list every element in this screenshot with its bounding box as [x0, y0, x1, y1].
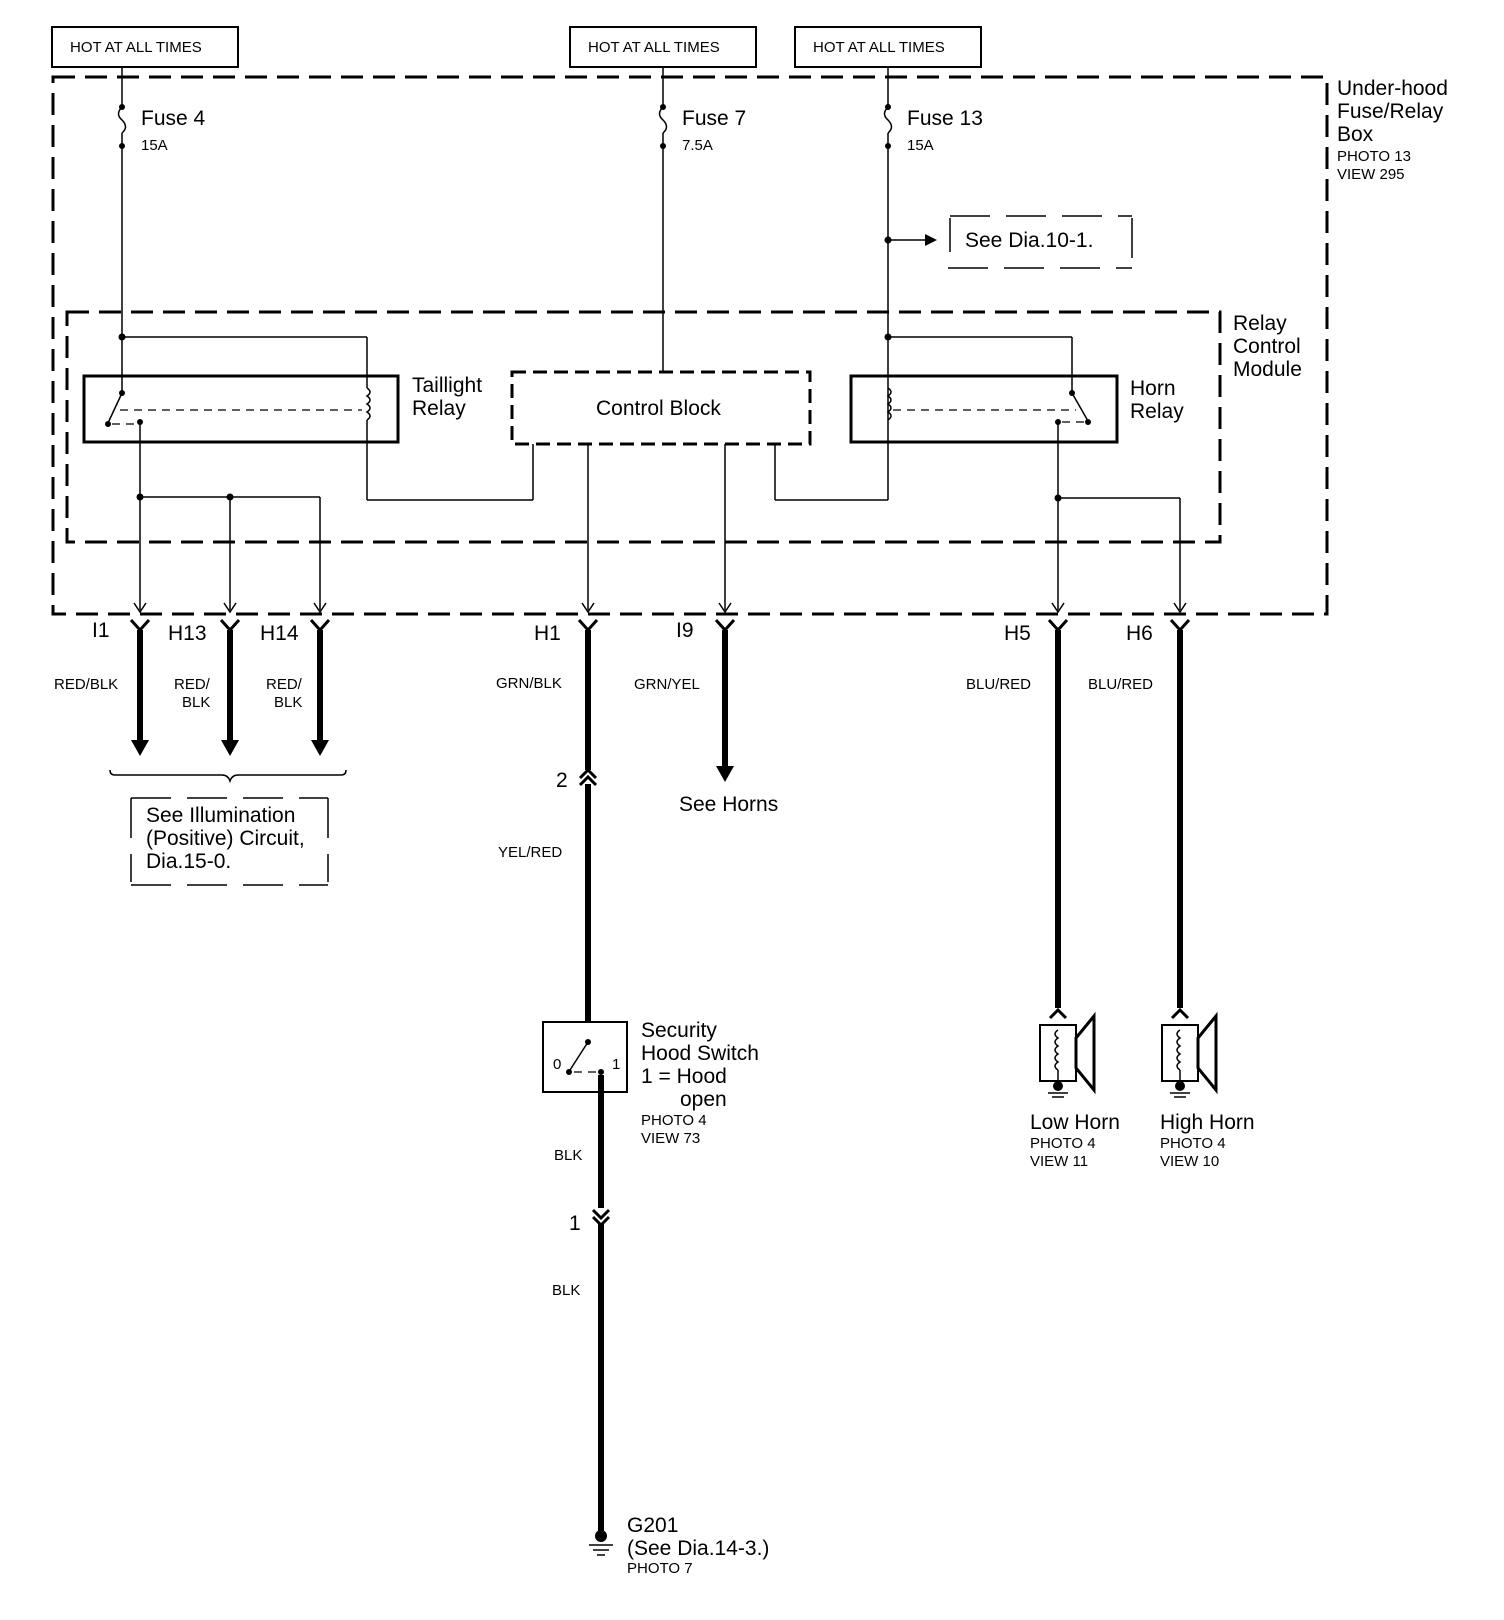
high-horn-view: VIEW 10 [1160, 1153, 1219, 1170]
illumination-ref: See Illumination (Positive) Circuit, Dia… [130, 797, 329, 886]
low-horn-name: Low Horn [1030, 1111, 1120, 1134]
hood-switch-circuit: 2 0 1 1 [542, 630, 628, 1556]
wire-blk-upper-color: BLK [554, 1147, 582, 1164]
see-horns-label: See Horns [679, 793, 778, 816]
hood-switch-view: VIEW 73 [641, 1130, 700, 1147]
fuse-13: Fuse 13 15A [883, 67, 983, 154]
wire-h13-color-b: BLK [182, 694, 210, 711]
terminal-h14: H14 [260, 622, 299, 645]
illumination-ref-line2: (Positive) Circuit, [146, 827, 305, 850]
low-horn-photo: PHOTO 4 [1030, 1135, 1096, 1152]
illumination-ref-line1: See Illumination [146, 804, 295, 827]
terminal-h13: H13 [168, 622, 207, 645]
illumination-brace [109, 769, 347, 784]
see-horns-circuit: See Horns [679, 630, 778, 816]
fuse-13-rating: 15A [907, 137, 934, 154]
relay-module-line1: Relay [1233, 312, 1287, 335]
illumination-ref-line3: Dia.15-0. [146, 850, 231, 873]
hood-switch-pos0: 0 [553, 1056, 561, 1073]
supply-right-label: HOT AT ALL TIMES [813, 39, 945, 56]
fuse-4-name: Fuse 4 [141, 107, 206, 130]
see-dia-10-label: See Dia.10-1. [965, 229, 1093, 252]
supply-left-label: HOT AT ALL TIMES [70, 39, 202, 56]
connector-2-label: 2 [556, 769, 568, 792]
hood-switch-line4: open [680, 1088, 727, 1111]
wire-h6-color: BLU/RED [1088, 676, 1153, 693]
fuse-4-rating: 15A [141, 137, 168, 154]
terminal-arrows [133, 602, 1187, 614]
fuse-4: Fuse 4 15A [117, 67, 206, 154]
hood-switch-photo: PHOTO 4 [641, 1112, 707, 1129]
relay-module-outline [65, 310, 1222, 544]
wire-h1-color: GRN/BLK [496, 675, 562, 692]
hood-switch-line1: Security [641, 1019, 717, 1042]
terminal-h5: H5 [1004, 622, 1031, 645]
supply-right: HOT AT ALL TIMES [794, 26, 982, 68]
wire-blk-lower-color: BLK [552, 1282, 580, 1299]
wire-yel-red-color: YEL/RED [498, 844, 562, 861]
wire-h13-color-a: RED/ [174, 676, 211, 693]
illumination-wires [131, 630, 329, 756]
terminal-h1: H1 [534, 622, 561, 645]
ground-ref: (See Dia.14-3.) [627, 1537, 769, 1560]
horn-relay-line2: Relay [1130, 400, 1184, 423]
fuse-13-name: Fuse 13 [907, 107, 983, 130]
wire-h5-color: BLU/RED [966, 676, 1031, 693]
taillight-relay-line2: Relay [412, 397, 466, 420]
high-horn: High Horn PHOTO 4 VIEW 10 [1160, 630, 1255, 1170]
low-horn-view: VIEW 11 [1030, 1153, 1088, 1170]
hood-switch-pos1: 1 [612, 1056, 620, 1073]
ground-photo: PHOTO 7 [627, 1560, 693, 1577]
horn-relay-line1: Horn [1130, 377, 1176, 400]
terminal-h6: H6 [1126, 622, 1153, 645]
hood-switch-line3: 1 = Hood [641, 1065, 727, 1088]
control-block-label: Control Block [596, 397, 721, 420]
relay-module-line2: Control [1233, 335, 1301, 358]
fuse-box-photo: PHOTO 13 [1337, 148, 1411, 165]
wire-h14-color-b: BLK [274, 694, 302, 711]
supply-middle-label: HOT AT ALL TIMES [588, 39, 720, 56]
taillight-relay-line1: Taillight [412, 374, 482, 397]
wire-i1-color: RED/BLK [54, 676, 118, 693]
fuse-box-line1: Under-hood [1337, 77, 1448, 100]
relay-module-line3: Module [1233, 358, 1302, 381]
terminal-i1: I1 [92, 619, 110, 642]
fuse-7: Fuse 7 7.5A [658, 67, 746, 154]
control-block: Control Block [367, 146, 888, 610]
fuse-box-label: Under-hood Fuse/Relay Box PHOTO 13 VIEW … [1337, 77, 1448, 183]
low-horn: Low Horn PHOTO 4 VIEW 11 [1030, 630, 1120, 1170]
supply-left: HOT AT ALL TIMES [51, 26, 239, 68]
wire-color-labels: RED/BLK RED/ BLK RED/ BLK GRN/BLK GRN/YE… [54, 675, 1153, 1299]
wire-h14-color-a: RED/ [266, 676, 303, 693]
high-horn-name: High Horn [1160, 1111, 1255, 1134]
fuse-7-name: Fuse 7 [682, 107, 746, 130]
ground-name: G201 [627, 1514, 678, 1537]
taillight-relay: Taillight Relay [82, 146, 482, 610]
fuse-box-line2: Fuse/Relay [1337, 100, 1444, 123]
fuse-box-outline [51, 75, 1329, 616]
wire-i9-color: GRN/YEL [634, 676, 700, 693]
terminal-labels: I1 H13 H14 H1 I9 H5 H6 [92, 619, 1153, 645]
connector-1-label: 1 [569, 1212, 581, 1235]
high-horn-photo: PHOTO 4 [1160, 1135, 1226, 1152]
terminal-i9: I9 [676, 619, 694, 642]
see-dia-10-ref: See Dia.10-1. [884, 215, 1133, 269]
horn-relay: Horn Relay [849, 146, 1184, 610]
taillight-bus [136, 493, 321, 610]
supply-middle: HOT AT ALL TIMES [569, 26, 757, 68]
fuse-7-rating: 7.5A [682, 137, 713, 154]
relay-module-label: Relay Control Module [1233, 312, 1302, 381]
fuse-box-view: VIEW 295 [1337, 166, 1405, 183]
hood-switch-line2: Hood Switch [641, 1042, 759, 1065]
hood-switch-label: Security Hood Switch 1 = Hood open PHOTO… [641, 1019, 759, 1147]
ground-label: G201 (See Dia.14-3.) PHOTO 7 [627, 1514, 769, 1577]
fuse-box-line3: Box [1337, 123, 1374, 146]
